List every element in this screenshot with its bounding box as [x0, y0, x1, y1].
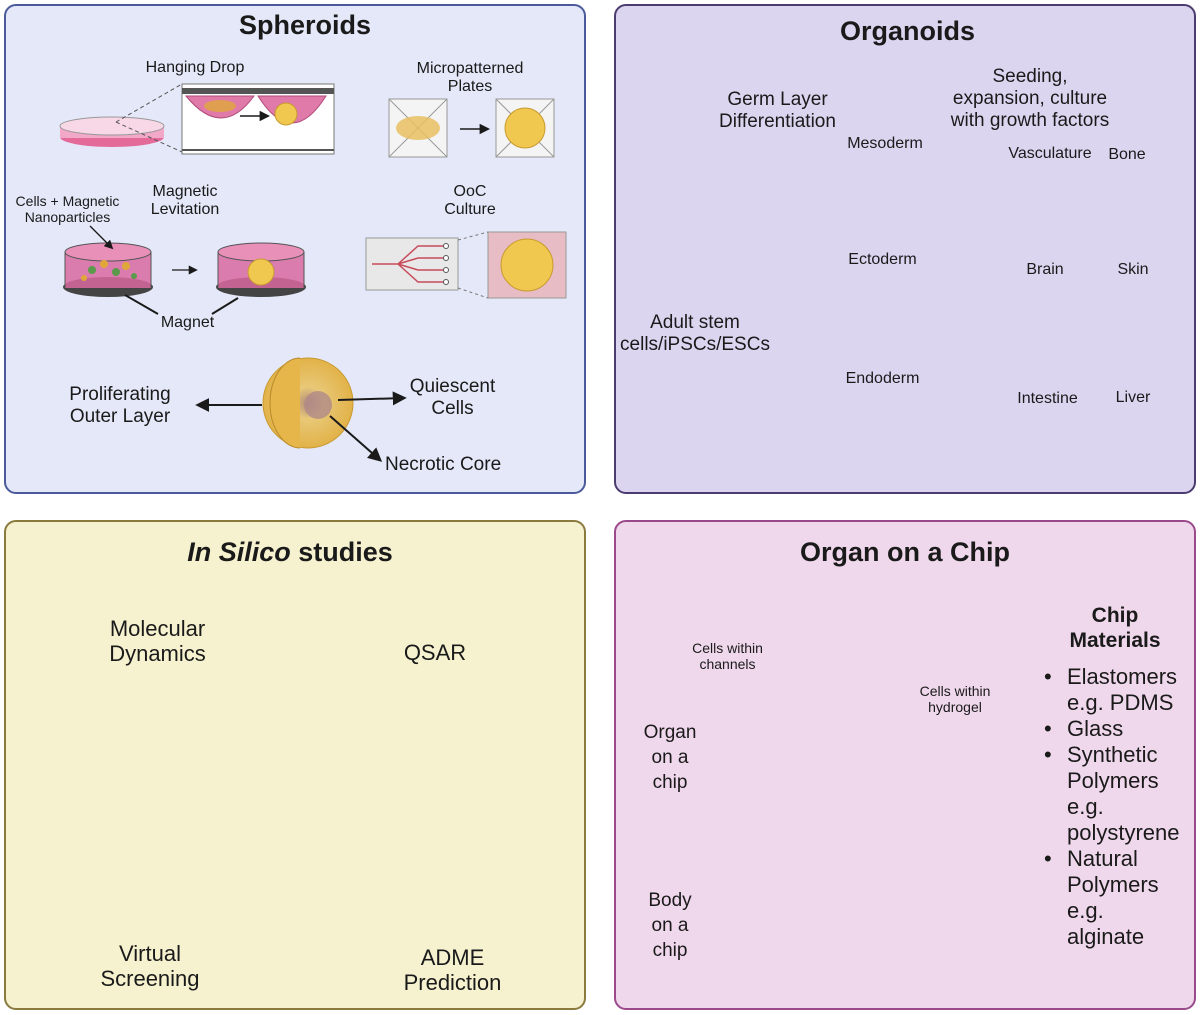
skin-label: Skin: [1117, 261, 1149, 278]
material-item: Glass: [1040, 716, 1180, 742]
vasculature-label: Vasculature: [1008, 145, 1092, 162]
mesoderm-label: Mesoderm: [847, 135, 923, 152]
magnet-label: Magnet: [160, 314, 215, 331]
liver-label: Liver: [1115, 389, 1151, 406]
petri-dish-icon: [59, 116, 165, 147]
necrotic-core-label: Necrotic Core: [385, 454, 502, 475]
qsar-label: QSAR: [403, 640, 467, 665]
organoids-title: Organoids: [839, 16, 975, 46]
in-silico-title: In Silico studies: [187, 537, 393, 567]
bone-label: Bone: [1108, 146, 1146, 163]
organoids-panel: [614, 4, 1196, 494]
ooc-chip-icon: [365, 231, 567, 299]
ectoderm-label: Ectoderm: [848, 251, 917, 268]
micropatterned-plate-icon: [388, 98, 555, 158]
organ-chip-title: Organ on a Chip: [799, 537, 1010, 567]
spheroid-icon: [262, 357, 354, 449]
spheroids-title: Spheroids: [238, 10, 372, 40]
endoderm-label: Endoderm: [845, 370, 920, 387]
hanging-drop-label: Hanging Drop: [145, 59, 245, 76]
magnet-icon: [63, 242, 306, 297]
brain-label: Brain: [1026, 261, 1064, 278]
intestine-label: Intestine: [1017, 390, 1078, 407]
in-silico-panel: [4, 520, 586, 1010]
